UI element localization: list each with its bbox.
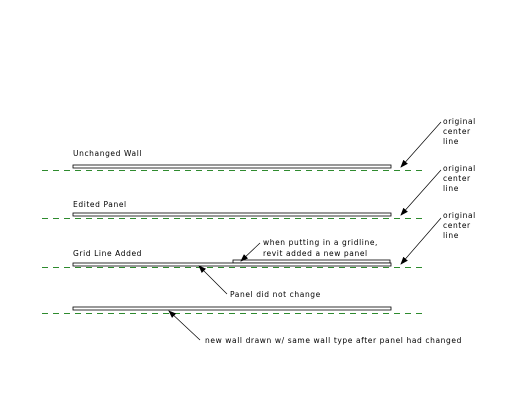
wall-edited (72, 212, 392, 217)
leader-original-centerline-1 (400, 121, 442, 168)
row-label-grid-line-added: Grid Line Added (73, 249, 142, 258)
note-original-3a: original (443, 211, 476, 220)
leader-panel-unchanged (198, 265, 228, 295)
note-original-1a: original (443, 117, 476, 126)
leader-original-centerline-2 (400, 169, 442, 216)
leader-new-wall (168, 310, 201, 341)
note-original-2a: original (443, 164, 476, 173)
row-label-unchanged-wall: Unchanged Wall (73, 149, 142, 158)
callout-panel-unchanged: Panel did not change (230, 290, 321, 299)
leader-original-centerline-3 (400, 217, 442, 265)
note-original-1b: center (443, 127, 471, 136)
row-grid-line-added: Grid Line Added original center line whe… (42, 211, 476, 299)
row-edited-panel: Edited Panel original center line (42, 164, 476, 219)
wall-new-panel (232, 259, 391, 264)
row-label-edited-panel: Edited Panel (73, 200, 127, 209)
row-new-wall: new wall drawn w/ same wall type after p… (42, 306, 462, 345)
callout-new-panel-line2: revit added a new panel (263, 249, 368, 258)
note-original-3b: center (443, 221, 471, 230)
callout-new-wall: new wall drawn w/ same wall type after p… (205, 336, 462, 345)
wall-grid-line (72, 262, 392, 267)
leader-new-panel (240, 242, 261, 262)
wall-unchanged (72, 164, 392, 169)
note-original-1c: line (443, 137, 459, 146)
wall-new (72, 306, 392, 311)
callout-new-panel-line1: when putting in a gridline, (263, 238, 378, 247)
note-original-2c: line (443, 184, 459, 193)
note-original-3c: line (443, 231, 459, 240)
row-unchanged-wall: Unchanged Wall original center line (42, 117, 476, 171)
note-original-2b: center (443, 174, 471, 183)
